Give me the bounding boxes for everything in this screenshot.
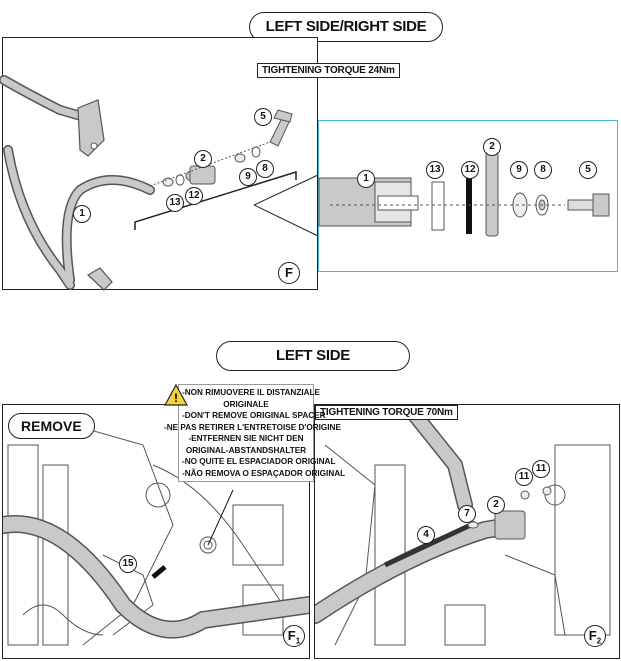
figure-f2-panel: TIGHTENING TORQUE 70Nm	[314, 404, 620, 659]
part-number-1-detail: 1	[357, 170, 375, 188]
figure-subscript: 1	[295, 636, 301, 646]
part-number-5-detail: 5	[579, 161, 597, 179]
part-number-2-small: 2	[194, 150, 212, 168]
figure-label-f2: F2	[584, 625, 606, 647]
remove-label: REMOVE	[8, 413, 95, 439]
part-number-4: 4	[417, 526, 435, 544]
warning-line: -DON'T REMOVE ORIGINAL SPACER	[182, 411, 326, 420]
part-number-7: 7	[458, 505, 476, 523]
warning-line: ORIGINALE	[223, 399, 269, 409]
part-number-9-detail: 9	[510, 161, 528, 179]
warning-line: -NE PAS RETIRER L'ENTRETOISE D'ORIGINE	[164, 422, 341, 432]
warning-spacer-box: -NON RIMUOVERE IL DISTANZIALE ORIGINALE …	[164, 384, 346, 482]
f2-engine-drawing	[315, 407, 611, 646]
figure-label-f1: F1	[283, 625, 305, 647]
figure-letter: F	[588, 628, 597, 643]
figure-f1-panel: REMOVE	[2, 404, 310, 659]
torque-24nm-label: TIGHTENING TORQUE 24Nm	[257, 63, 400, 78]
part-number-12-small: 12	[185, 187, 203, 205]
part-number-2-detail: 2	[483, 138, 501, 156]
part-number-12-detail: 12	[461, 161, 479, 179]
detail-assembly-drawing	[318, 151, 610, 237]
figure-letter: F	[287, 628, 296, 643]
part-number-13-small: 13	[166, 194, 184, 212]
warning-line: -ENTFERNEN SIE NICHT DEN	[188, 434, 304, 443]
section-title-left-side: LEFT SIDE	[216, 341, 410, 371]
part-number-9-small: 9	[239, 168, 257, 186]
warning-line: -NÃO REMOVA O ESPAÇADOR ORIGINAL	[182, 468, 346, 478]
top-frame-drawing	[0, 75, 319, 291]
part-number-8-detail: 8	[534, 161, 552, 179]
figure-subscript: 2	[596, 636, 602, 646]
part-number-5-small: 5	[254, 108, 272, 126]
part-number-1-frame: 1	[73, 205, 91, 223]
part-number-11-b: 11	[532, 460, 550, 478]
warning-line: -NON RIMUOVERE IL DISTANZIALE	[182, 388, 320, 397]
part-number-8-small: 8	[256, 160, 274, 178]
warning-triangle-icon: !	[163, 383, 189, 406]
warning-line: -NO QUITE EL ESPACIADOR ORIGINAL	[182, 457, 336, 466]
svg-text:!: !	[174, 391, 178, 405]
part-number-11-a: 11	[515, 468, 533, 486]
part-number-2-f2: 2	[487, 496, 505, 514]
warning-line: ORIGINAL-ABSTANDSHALTER	[185, 445, 307, 455]
figure-label-f: F	[278, 262, 300, 284]
f1-engine-drawing	[3, 424, 309, 646]
part-number-13-detail: 13	[426, 161, 444, 179]
torque-70nm-label: TIGHTENING TORQUE 70Nm	[315, 405, 458, 420]
part-number-15: 15	[119, 555, 137, 573]
